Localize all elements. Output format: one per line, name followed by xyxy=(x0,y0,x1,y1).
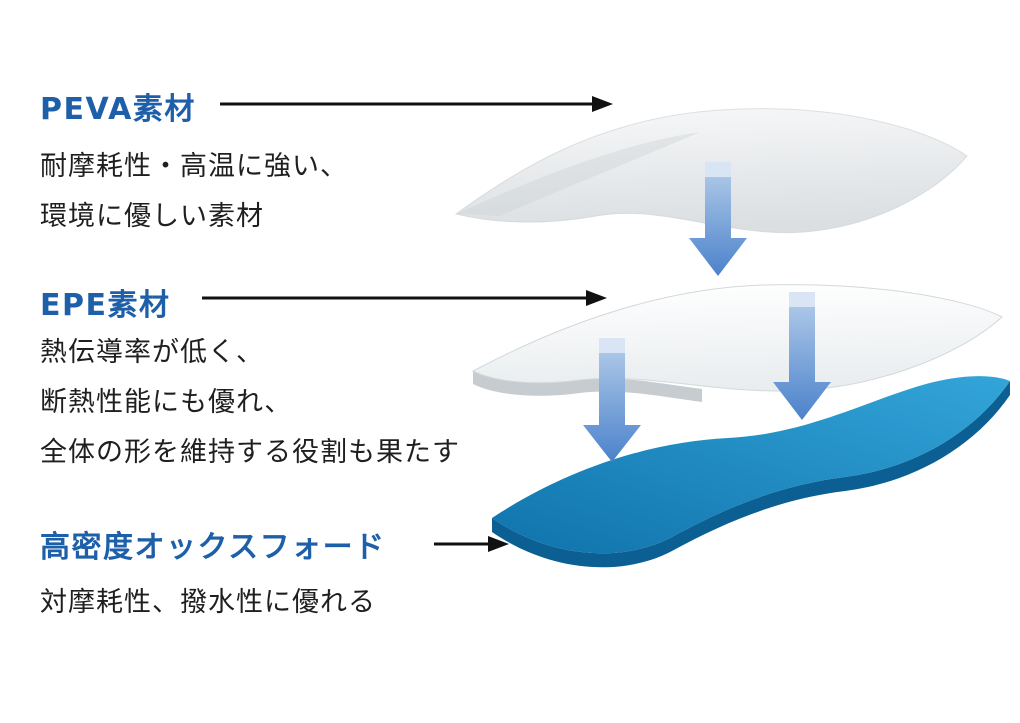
layer-description-line: 環境に優しい素材 xyxy=(40,201,264,232)
stack-arrow-icon xyxy=(773,292,831,420)
oxford-layer-edge xyxy=(492,381,1010,568)
layer-description-epe: 熱伝導率が低く、 断熱性能にも優れ、 全体の形を維持する役割も果たす xyxy=(40,328,460,478)
layer-title-peva: PEVA素材 xyxy=(40,92,196,127)
layer-description-line: 熱伝導率が低く、 xyxy=(40,337,264,368)
oxford-layer-shape xyxy=(492,376,1010,554)
peva-fold-shade xyxy=(456,132,700,216)
pointer-arrow-epe xyxy=(202,290,607,306)
pointer-arrow-peva xyxy=(220,96,613,112)
layer-description-line: 全体の形を維持する役割も果たす xyxy=(40,437,460,468)
stack-arrow-icon xyxy=(689,162,747,276)
pointer-arrow-oxford xyxy=(434,536,509,552)
layer-description-oxford: 対摩耗性、撥水性に優れる xyxy=(40,578,376,628)
stack-arrow-icon xyxy=(583,338,641,462)
epe-layer-edge xyxy=(473,371,702,402)
layer-description-line: 対摩耗性、撥水性に優れる xyxy=(40,587,376,618)
layer-title-oxford: 高密度オックスフォード xyxy=(40,530,386,565)
layer-description-line: 耐摩耗性・高温に強い、 xyxy=(40,151,348,182)
layer-title-epe: EPE素材 xyxy=(40,288,171,323)
layer-description-peva: 耐摩耗性・高温に強い、 環境に優しい素材 xyxy=(40,142,348,242)
layer-description-line: 断熱性能にも優れ、 xyxy=(40,387,293,418)
epe-layer-shape xyxy=(471,284,1003,392)
